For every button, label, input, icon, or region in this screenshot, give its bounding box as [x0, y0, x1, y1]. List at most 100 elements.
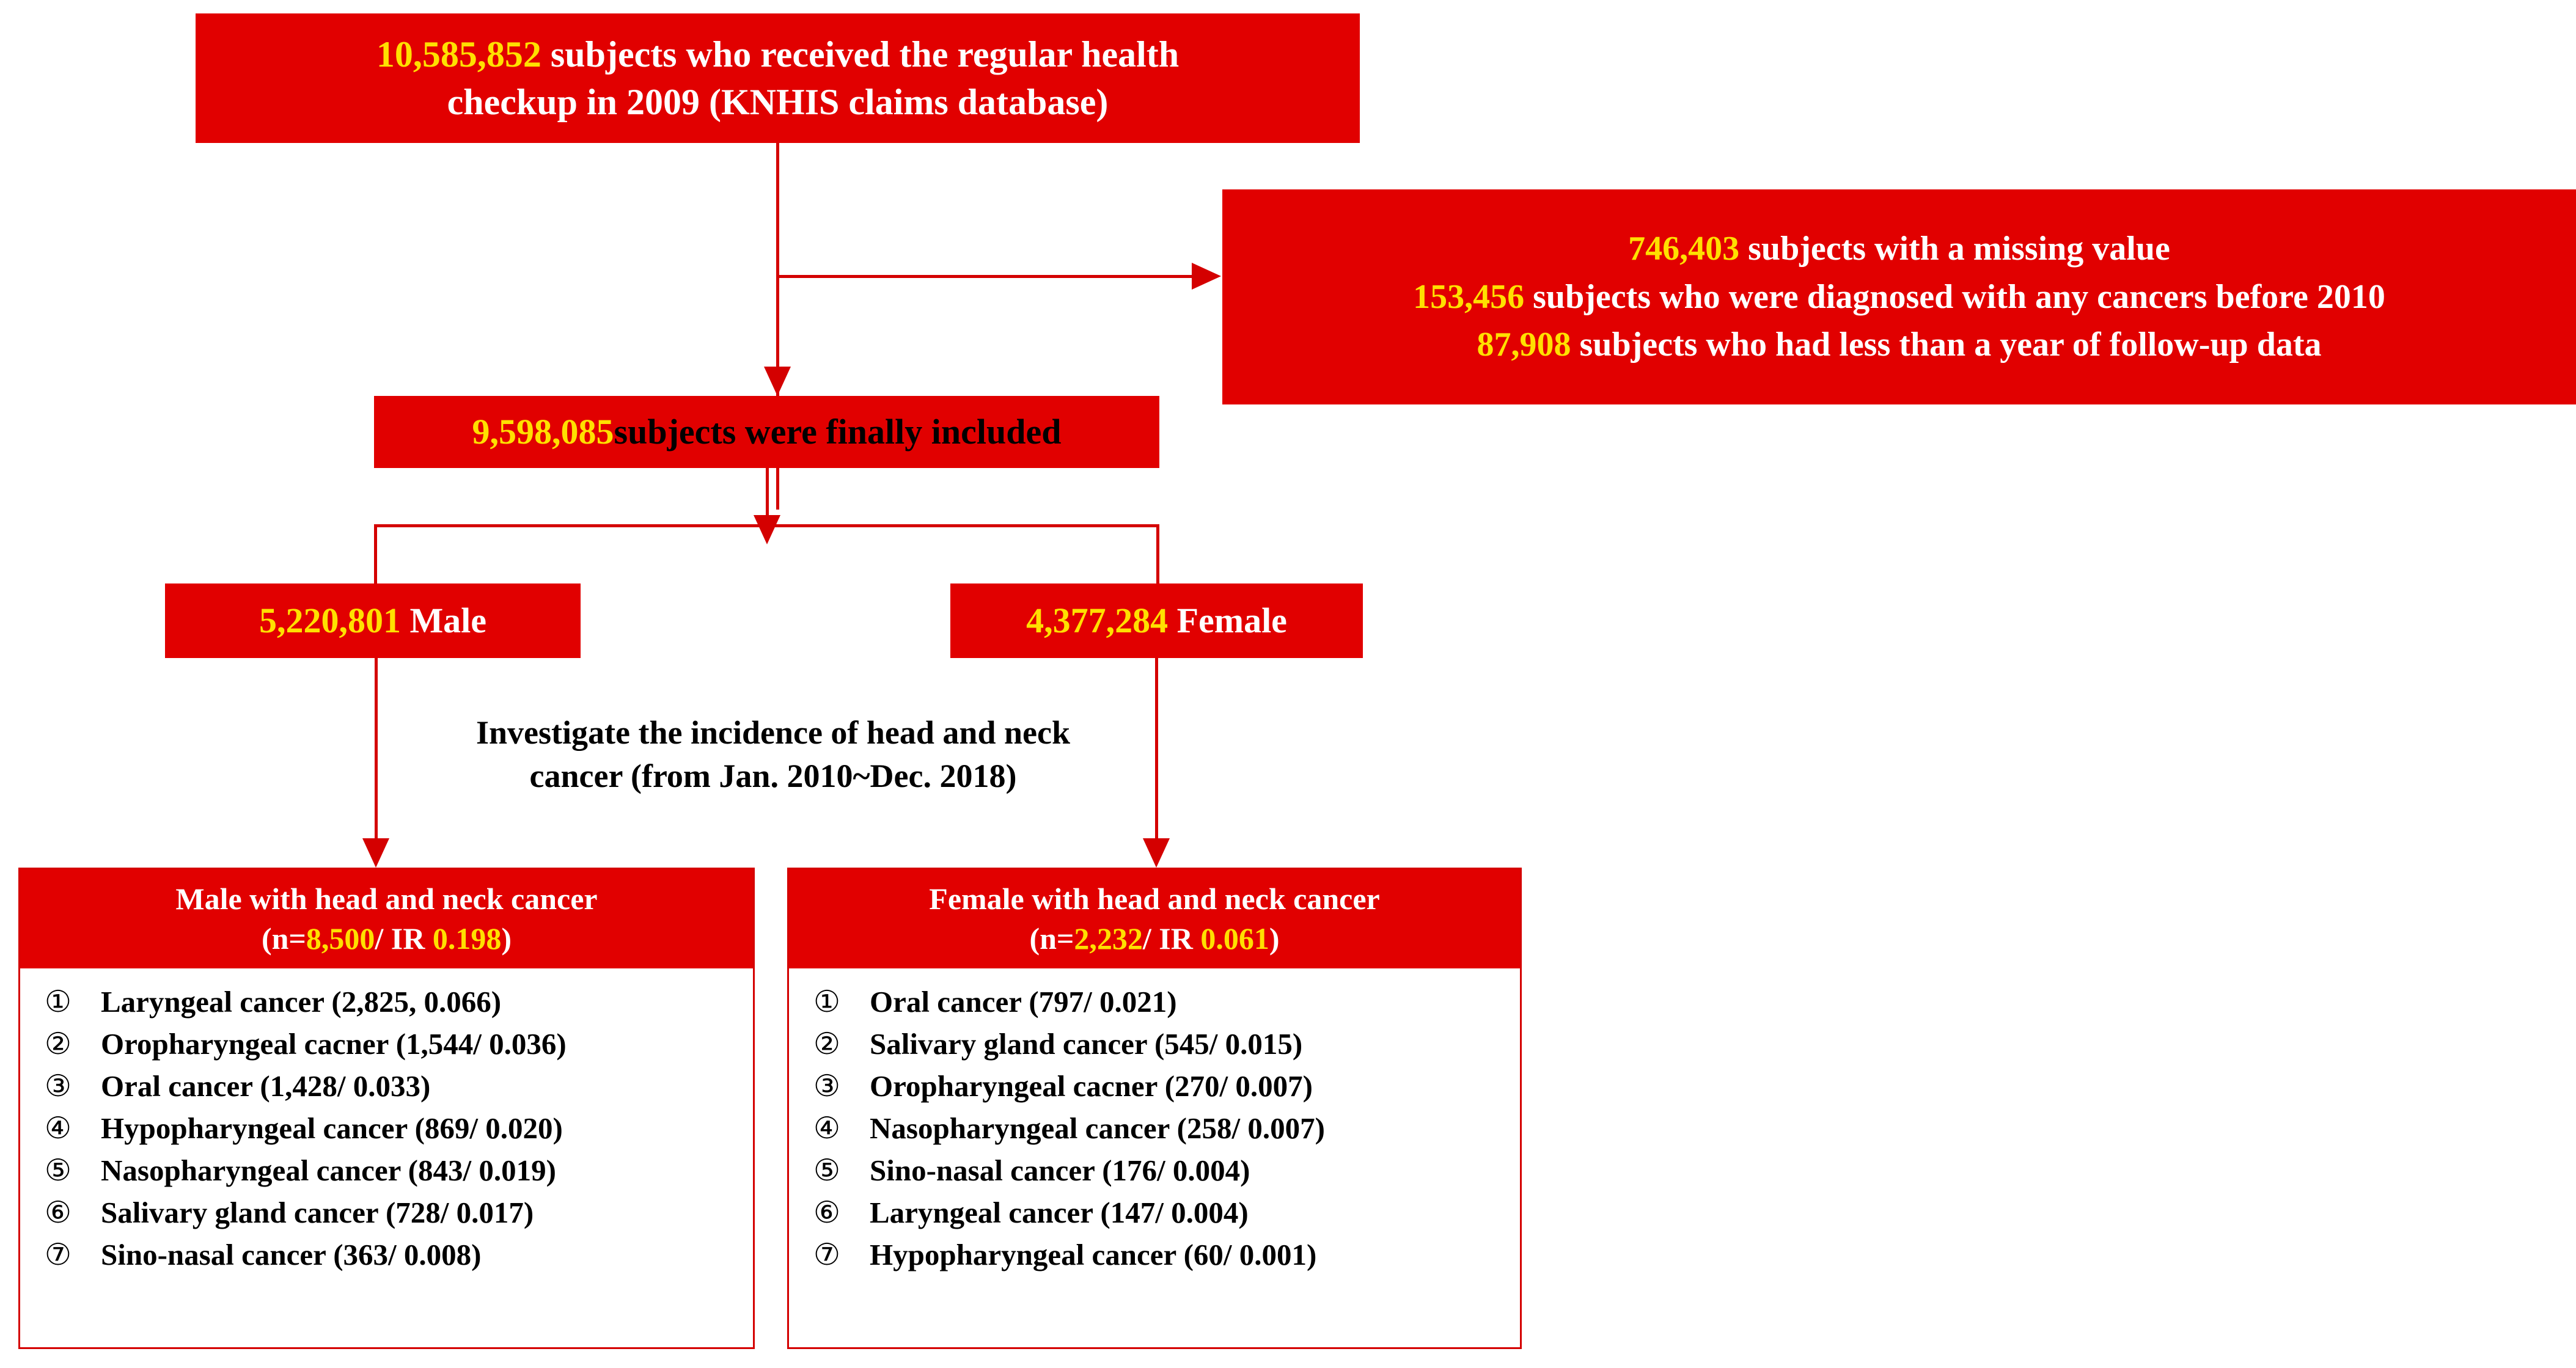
list-item: ① Oral cancer (797/ 0.021) — [813, 987, 1520, 1017]
list-text-4: Nasopharyngeal cancer (258/ 0.007) — [870, 1111, 1325, 1145]
female-cancer-list: ① Oral cancer (797/ 0.021) ② Salivary glan… — [789, 968, 1520, 1282]
female-outcome-header-stats: (n=2,232/ IR 0.061) — [1029, 919, 1279, 959]
excluded-text-2: subjects who were diagnosed with any can… — [1524, 277, 2385, 316]
list-text-1: Oral cancer (797/ 0.021) — [870, 985, 1177, 1019]
list-text-5: Nasopharyngeal cancer (843/ 0.019) — [101, 1154, 556, 1187]
connector-split-horizontal — [374, 524, 1159, 527]
female-outcome-header: Female with head and neck cancer (n=2,23… — [789, 869, 1520, 968]
list-marker-6: ⑥ — [45, 1196, 72, 1229]
male-outcome-ir-label: / IR — [375, 921, 433, 956]
male-outcome-ir: 0.198 — [432, 921, 502, 956]
connector-included-down — [766, 468, 769, 535]
list-text-3: Oropharyngeal cacner (270/ 0.007) — [870, 1069, 1313, 1103]
list-text-2: Salivary gland cancer (545/ 0.015) — [870, 1027, 1303, 1061]
male-outcome-n: 8,500 — [306, 921, 375, 956]
excluded-count-1: 746,403 — [1628, 230, 1740, 268]
list-text-6: Salivary gland cancer (728/ 0.017) — [101, 1196, 534, 1229]
list-text-7: Hypopharyngeal cancer (60/ 0.001) — [870, 1238, 1317, 1271]
male-subjects-line: 5,220,801 Male — [259, 598, 486, 643]
connector-top-to-included — [776, 143, 779, 510]
connector-female-to-outcome — [1155, 658, 1158, 860]
list-item: ② Oropharyngeal cacner (1,544/ 0.036) — [45, 1029, 753, 1059]
investigate-caption-line1: Investigate the incidence of head and ne… — [476, 714, 1070, 751]
male-cancer-list: ① Laryngeal cancer (2,825, 0.066) ② Oropha… — [20, 968, 753, 1282]
included-subjects-line: 9,598,085subjects were finally included — [472, 409, 1062, 455]
total-subjects-line2: checkup in 2009 (KNHIS claims database) — [447, 82, 1109, 122]
list-text-6: Laryngeal cancer (147/ 0.004) — [870, 1196, 1249, 1229]
male-outcome-n-prefix: (n= — [261, 921, 306, 956]
excluded-text-3: subjects who had less than a year of fol… — [1571, 326, 2322, 364]
list-marker-1: ① — [45, 985, 72, 1019]
list-marker-6: ⑥ — [813, 1196, 840, 1229]
arrow-included-down — [754, 515, 780, 544]
female-subjects-line: 4,377,284 Female — [1026, 598, 1287, 643]
list-marker-2: ② — [45, 1027, 72, 1061]
investigate-caption-line2: cancer (from Jan. 2010~Dec. 2018) — [529, 758, 1017, 795]
list-marker-3: ③ — [813, 1069, 840, 1103]
male-outcome-header-title: Male with head and neck cancer — [175, 882, 598, 916]
female-outcome-ir: 0.061 — [1200, 921, 1269, 956]
arrow-male-to-outcome — [362, 838, 389, 868]
female-outcome-box: Female with head and neck cancer (n=2,23… — [787, 868, 1522, 1349]
arrow-top-to-included — [764, 367, 791, 396]
connector-male-to-outcome — [375, 658, 378, 860]
excluded-row: 746,403 subjects with a missing value — [1628, 225, 2170, 273]
male-subjects-count: 5,220,801 — [259, 601, 401, 641]
total-subjects-line1: 10,585,852 subjects who received the reg… — [376, 31, 1179, 78]
excluded-row: 87,908 subjects who had less than a year… — [1477, 321, 2322, 368]
female-subjects-box: 4,377,284 Female — [950, 583, 1363, 658]
arrow-to-excluded — [1192, 263, 1221, 290]
list-item: ④ Nasopharyngeal cancer (258/ 0.007) — [813, 1113, 1520, 1143]
investigate-caption: Investigate the incidence of head and ne… — [373, 711, 1173, 799]
list-item: ③ Oropharyngeal cacner (270/ 0.007) — [813, 1071, 1520, 1101]
excluded-text-1: subjects with a missing value — [1739, 230, 2170, 268]
male-outcome-header: Male with head and neck cancer (n=8,500/… — [20, 869, 753, 968]
list-marker-1: ① — [813, 985, 840, 1019]
arrow-female-to-outcome — [1143, 838, 1170, 868]
female-subjects-label: Female — [1168, 601, 1287, 641]
male-outcome-header-stats: (n=8,500/ IR 0.198) — [262, 919, 512, 959]
connector-split-left — [374, 524, 377, 585]
list-marker-7: ⑦ — [45, 1238, 72, 1271]
excluded-subjects-box: 746,403 subjects with a missing value 15… — [1222, 189, 2576, 404]
list-item: ⑥ Laryngeal cancer (147/ 0.004) — [813, 1198, 1520, 1227]
list-item: ⑦ Hypopharyngeal cancer (60/ 0.001) — [813, 1240, 1520, 1270]
list-marker-4: ④ — [813, 1111, 840, 1145]
female-outcome-header-title: Female with head and neck cancer — [929, 882, 1380, 916]
list-text-3: Oral cancer (1,428/ 0.033) — [101, 1069, 431, 1103]
list-marker-4: ④ — [45, 1111, 72, 1145]
list-text-1: Laryngeal cancer (2,825, 0.066) — [101, 985, 502, 1019]
female-outcome-ir-label: / IR — [1142, 921, 1201, 956]
list-item: ① Laryngeal cancer (2,825, 0.066) — [45, 987, 753, 1017]
list-marker-5: ⑤ — [45, 1154, 72, 1187]
included-subjects-count: 9,598,085 — [472, 412, 614, 452]
total-subjects-count: 10,585,852 — [376, 34, 541, 75]
female-outcome-suffix: ) — [1269, 921, 1280, 956]
male-outcome-box: Male with head and neck cancer (n=8,500/… — [18, 868, 755, 1349]
list-item: ⑥ Salivary gland cancer (728/ 0.017) — [45, 1198, 753, 1227]
connector-split-right — [1156, 524, 1159, 585]
list-marker-2: ② — [813, 1027, 840, 1061]
list-text-4: Hypopharyngeal cancer (869/ 0.020) — [101, 1111, 563, 1145]
included-subjects-box: 9,598,085subjects were finally included — [374, 396, 1159, 468]
list-text-2: Oropharyngeal cacner (1,544/ 0.036) — [101, 1027, 567, 1061]
list-item: ② Salivary gland cancer (545/ 0.015) — [813, 1029, 1520, 1059]
list-item: ⑤ Nasopharyngeal cancer (843/ 0.019) — [45, 1155, 753, 1185]
female-outcome-n: 2,232 — [1074, 921, 1143, 956]
total-subjects-line1-text: subjects who received the regular health — [541, 34, 1180, 75]
excluded-count-3: 87,908 — [1477, 326, 1571, 364]
male-outcome-suffix: ) — [501, 921, 512, 956]
male-subjects-label: Male — [400, 601, 487, 641]
list-item: ④ Hypopharyngeal cancer (869/ 0.020) — [45, 1113, 753, 1143]
list-marker-7: ⑦ — [813, 1238, 840, 1271]
male-subjects-box: 5,220,801 Male — [165, 583, 581, 658]
female-outcome-n-prefix: (n= — [1029, 921, 1074, 956]
list-marker-5: ⑤ — [813, 1154, 840, 1187]
excluded-row: 153,456 subjects who were diagnosed with… — [1413, 273, 2385, 321]
excluded-count-2: 153,456 — [1413, 277, 1525, 316]
connector-to-excluded — [777, 275, 1193, 278]
